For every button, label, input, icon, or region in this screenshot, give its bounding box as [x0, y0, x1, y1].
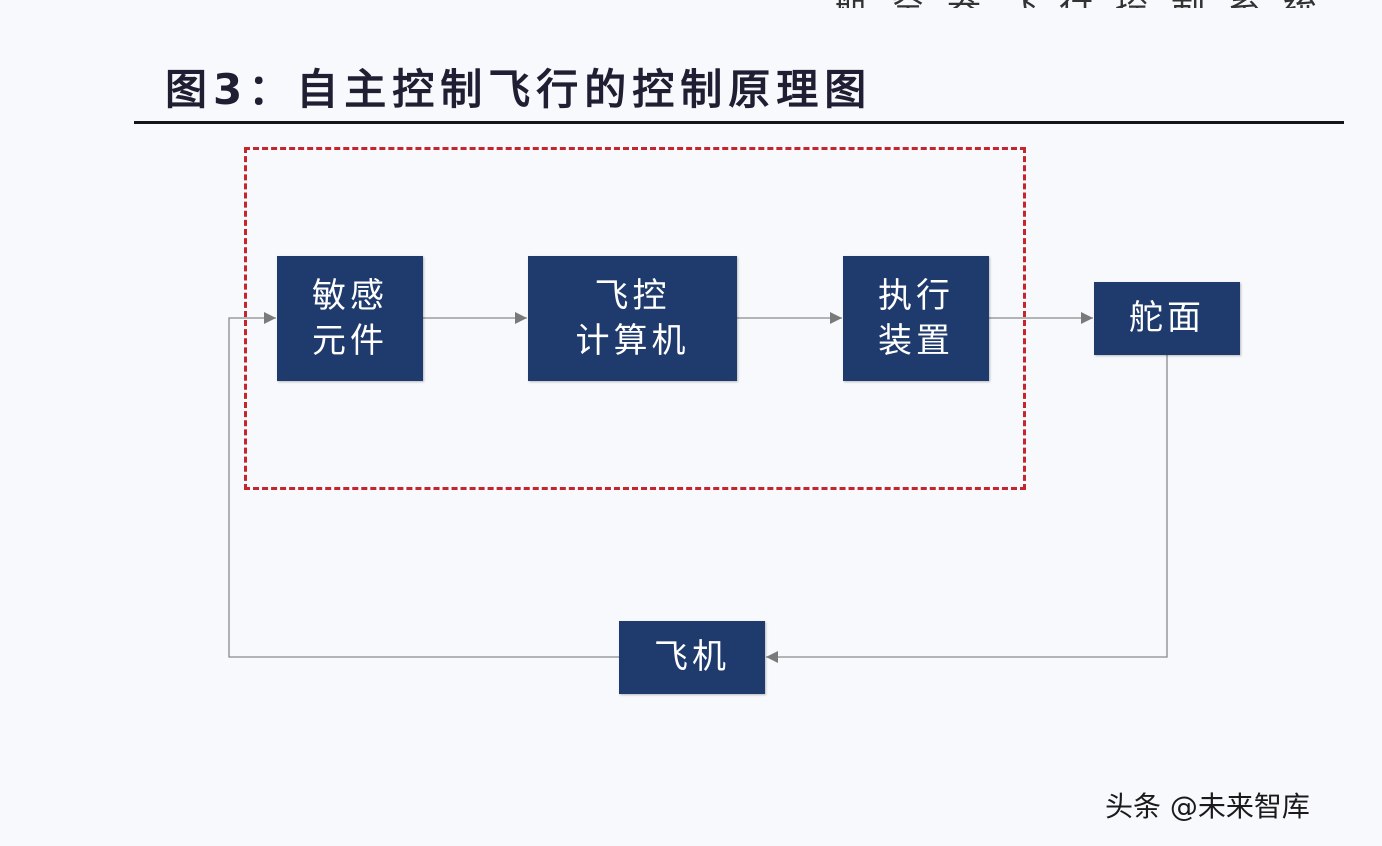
flight-computer-label-line2: 计算机: [575, 320, 690, 361]
actuator-label-line2: 装置: [878, 320, 954, 361]
aircraft-label: 飞机: [654, 637, 730, 678]
arrow-rudder-to-aircraft: [766, 355, 1168, 663]
title-rule: [134, 121, 1344, 124]
cropped-header-text: 航空器飞行控制系统，: [835, 0, 1382, 8]
actuator-block: 执行 装置: [843, 256, 989, 381]
flight-computer-label-line1: 飞控: [594, 276, 671, 317]
rudder-block: 舵面: [1094, 282, 1240, 355]
watermark: 头条 @未来智库: [1105, 790, 1310, 823]
actuator-label-line1: 执行: [878, 276, 954, 317]
sensor-block: 敏感 元件: [277, 256, 423, 381]
aircraft-block: 飞机: [619, 621, 765, 694]
sensor-label-line1: 敏感: [312, 276, 388, 317]
rudder-label: 舵面: [1129, 298, 1205, 339]
arrow-aircraft-to-sensor: [228, 312, 619, 658]
figure-title: 图3：自主控制飞行的控制原理图: [165, 65, 873, 114]
flight-computer-block: 飞控 计算机: [528, 256, 737, 381]
sensor-label-line2: 元件: [312, 320, 388, 361]
